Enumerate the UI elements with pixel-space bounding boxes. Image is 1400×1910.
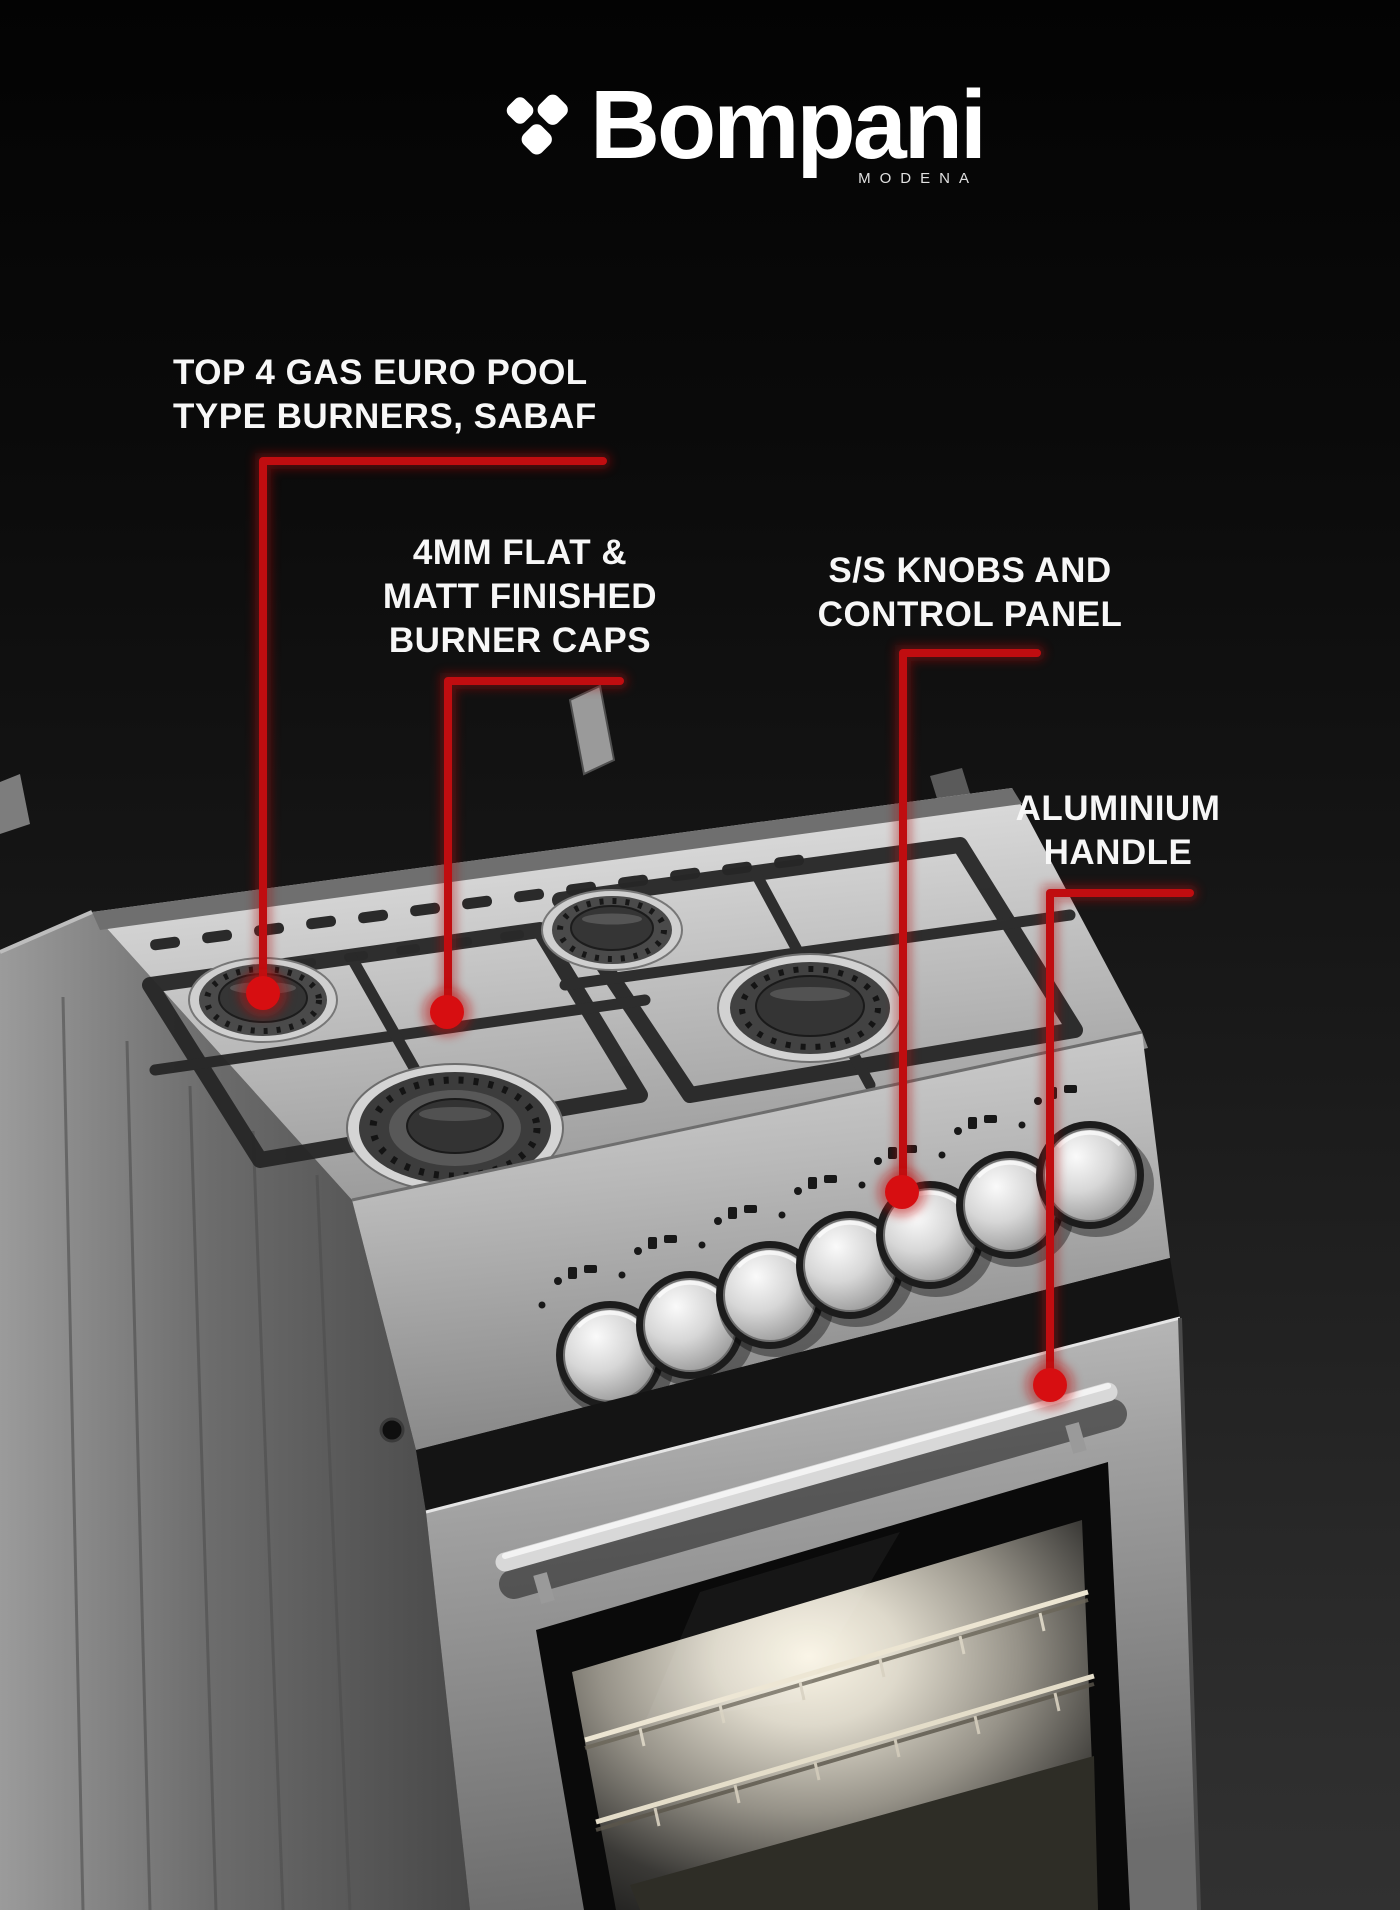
callout-line-burners	[239, 453, 611, 1017]
callout-burner-caps: 4MM FLAT & MATT FINISHED BURNER CAPS	[320, 531, 720, 663]
oven-door	[425, 1316, 1201, 1910]
oven-rack	[595, 1673, 1095, 1832]
burner-front-right	[717, 953, 903, 1063]
hob-rear-bracket	[568, 684, 616, 776]
oven-window	[536, 1462, 1130, 1910]
callout-text: S/S KNOBS AND	[828, 551, 1112, 590]
callout-text: TOP 4 GAS EURO POOL	[173, 353, 588, 392]
brand-name: Bompani	[590, 70, 987, 179]
burner-back-right	[541, 889, 683, 971]
callout-text: ALUMINIUM	[1015, 789, 1221, 828]
cooker-side-panel	[0, 910, 470, 1910]
brand-logo: Bompani MODENA	[498, 70, 987, 187]
control-panel	[351, 1030, 1170, 1450]
igniter-indicator	[379, 1417, 405, 1443]
callout-burners: TOP 4 GAS EURO POOL TYPE BURNERS, SABAF	[173, 351, 693, 439]
oven-tray	[630, 1756, 1098, 1910]
oven-rack	[584, 1589, 1089, 1750]
callout-handle: ALUMINIUM HANDLE	[968, 787, 1268, 875]
callout-text: CONTROL PANEL	[817, 595, 1123, 634]
bompani-mark-icon	[506, 94, 568, 155]
callout-text: 4MM FLAT &	[412, 533, 628, 572]
callout-text: HANDLE	[1043, 833, 1193, 872]
callout-knobs-panel: S/S KNOBS AND CONTROL PANEL	[770, 549, 1170, 637]
callout-line-knobs-panel	[878, 645, 1045, 1216]
callout-line-burner-caps	[423, 673, 628, 1036]
callout-text: MATT FINISHED	[382, 577, 658, 616]
callout-text: BURNER CAPS	[388, 621, 652, 660]
callout-line-handle	[1026, 885, 1198, 1409]
callout-text: TYPE BURNERS, SABAF	[173, 397, 597, 436]
panel-door-gap	[416, 1258, 1180, 1512]
brand-subname: MODENA	[858, 170, 978, 187]
hob-left-bracket	[0, 774, 30, 834]
burner-front-left	[346, 1063, 564, 1193]
glass-reflection	[645, 1532, 900, 1722]
oven-handle	[495, 1382, 1127, 1604]
